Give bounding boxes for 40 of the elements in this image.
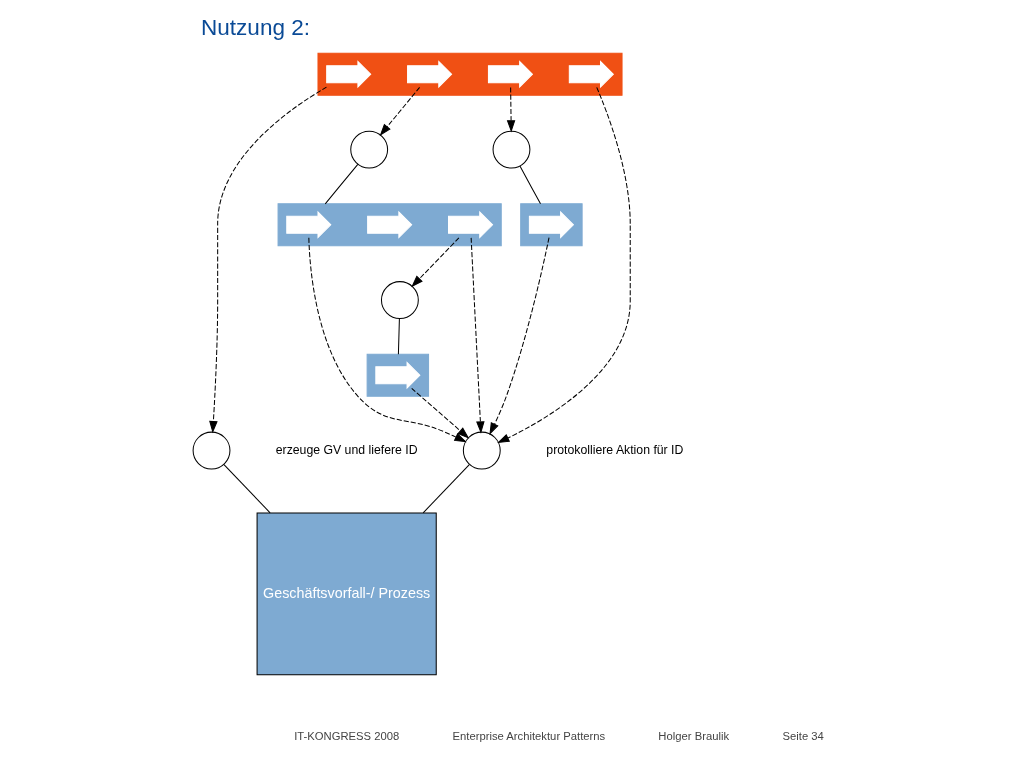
arrow: [379, 86, 420, 136]
cluster: [519, 203, 583, 247]
connector: [223, 464, 271, 514]
node-label: protokolliere Aktion für ID: [545, 442, 683, 457]
connector: [518, 165, 541, 205]
arrow: [410, 237, 459, 288]
label: Holger Braulik: [657, 730, 729, 743]
arrow: [307, 237, 467, 443]
node-circle: [492, 130, 530, 169]
diagram-title: Nutzung 2:: [200, 14, 310, 40]
node-chevron: [374, 361, 421, 390]
cluster: [317, 52, 623, 96]
connector: [397, 318, 400, 355]
arrow: [506, 86, 515, 133]
node-circle: [380, 281, 419, 319]
label: IT-KONGRESS 2008: [293, 730, 399, 743]
connector: [422, 464, 470, 514]
arrow: [410, 387, 469, 439]
node-chevron: [447, 210, 493, 239]
label: Seite 34: [782, 730, 824, 743]
arrow: [496, 86, 631, 444]
node-circle: [462, 431, 501, 470]
node-circle: [349, 130, 388, 169]
arrow: [470, 237, 485, 434]
node-chevron: [528, 210, 574, 239]
node-box: Geschäftsvorfall-/ Prozess: [256, 512, 437, 676]
arrow: [488, 237, 550, 435]
cluster: [366, 353, 429, 397]
node-chevron: [285, 210, 331, 239]
arrow: [208, 86, 327, 434]
node-chevron: [325, 60, 371, 89]
node-circle: [192, 431, 230, 470]
node-label: erzeuge GV und liefere ID: [275, 442, 418, 457]
cluster: [277, 203, 502, 247]
node-chevron: [366, 210, 412, 239]
connector: [324, 163, 358, 205]
node-chevron: [406, 60, 452, 89]
node-chevron: [568, 60, 614, 89]
node-chevron: [487, 60, 533, 89]
label: Enterprise Architektur Patterns: [452, 730, 605, 743]
